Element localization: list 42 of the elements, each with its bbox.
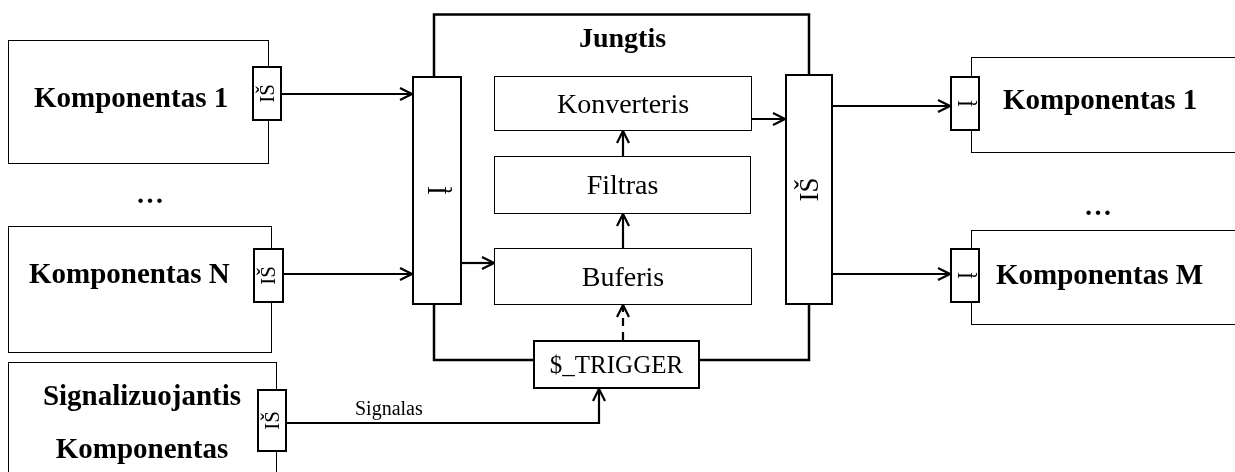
port-box: [950, 76, 980, 131]
box-label: Buferis: [581, 261, 665, 292]
port-box: [253, 248, 284, 303]
arrow: [615, 129, 631, 156]
dashed-arrow: [615, 303, 631, 340]
box-label: $_TRIGGER: [549, 350, 684, 379]
port-label: IŠ: [258, 266, 279, 285]
box-label: Filtras: [586, 170, 659, 200]
ellipsis-label: …: [136, 180, 164, 208]
box-label: Konverteris: [556, 88, 690, 119]
box-label: Komponentas M: [996, 258, 1204, 290]
container-title: Jungtis: [577, 23, 668, 53]
port-label: Į: [423, 186, 451, 195]
arrow: [462, 255, 496, 271]
port-bar: [785, 74, 833, 305]
arrow: [615, 212, 631, 248]
arrow: [284, 266, 414, 282]
port-box: [257, 389, 287, 452]
box-label: Komponentas 1: [1003, 83, 1198, 115]
process-box: [494, 156, 751, 214]
arrow: [833, 266, 952, 282]
process-box: [494, 248, 752, 305]
ellipsis-label: …: [1084, 192, 1112, 220]
arrow: [833, 98, 952, 114]
port-label: IŠ: [256, 84, 278, 103]
box-label: Komponentas N: [29, 257, 230, 289]
port-label: Į: [954, 272, 976, 279]
trigger-box: [533, 340, 700, 389]
arrow: [282, 86, 414, 102]
port-bar: [412, 76, 462, 305]
port-box: [950, 248, 980, 303]
arrow: [287, 387, 607, 425]
port-label: Į: [954, 100, 976, 107]
port-label: IŠ: [261, 411, 283, 430]
port-box: [252, 66, 282, 121]
box-label: Signalizuojantis Komponentas: [41, 378, 243, 466]
port-label: IŠ: [795, 177, 823, 202]
component-box: [8, 362, 277, 472]
box-label: Komponentas 1: [34, 81, 229, 113]
process-box: [494, 76, 752, 131]
container-box: [412, 13, 833, 389]
arrow: [752, 111, 787, 127]
